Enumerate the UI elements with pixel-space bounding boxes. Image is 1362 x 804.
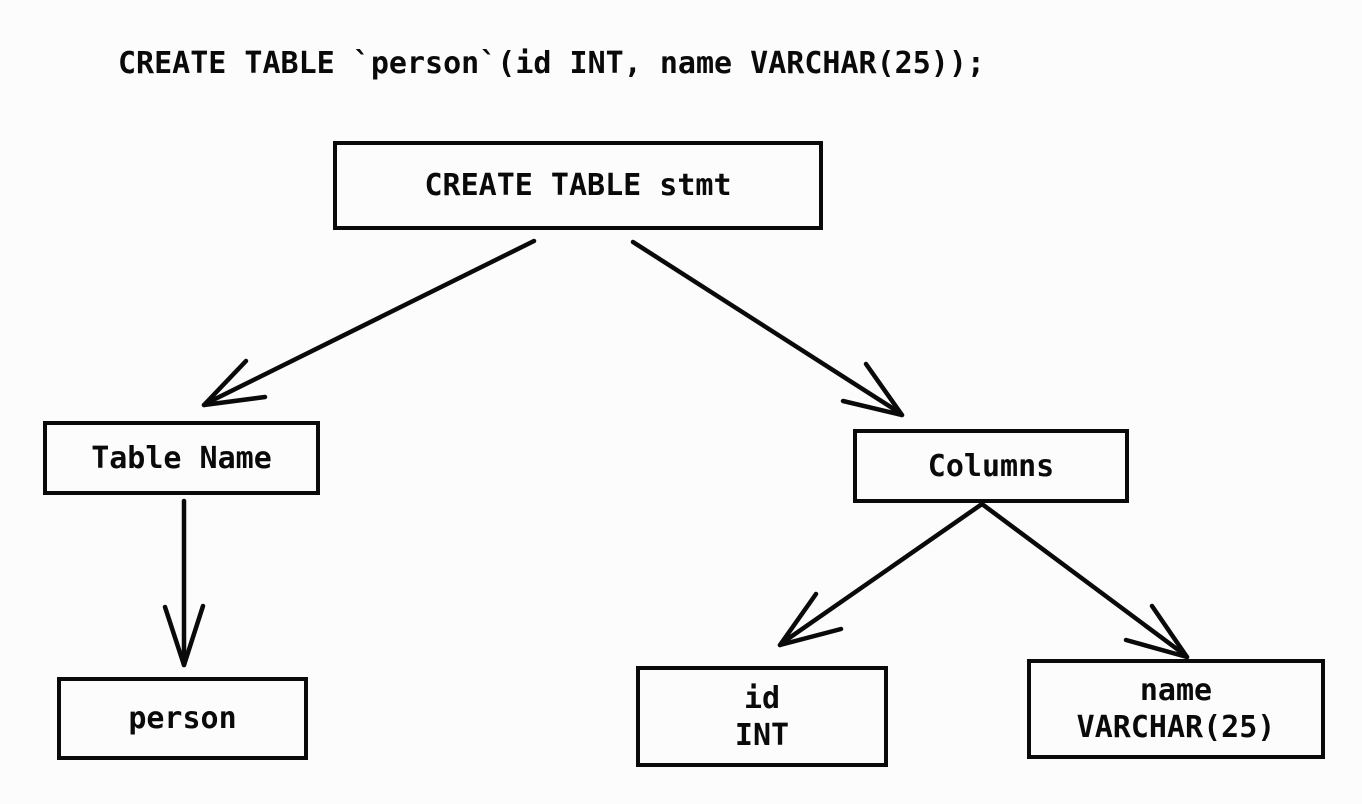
node-columns: Columns <box>853 429 1129 503</box>
arrow-table-name-to-person-icon <box>162 498 206 668</box>
arrow-columns-to-id-icon <box>777 501 985 648</box>
node-id-int-line1: id <box>743 680 781 716</box>
node-person-label: person <box>128 701 237 736</box>
node-table-name: Table Name <box>43 421 320 495</box>
node-person: person <box>57 677 308 760</box>
arrow-stmt-to-columns-icon <box>630 239 905 418</box>
node-columns-label: Columns <box>927 448 1055 484</box>
node-create-table-stmt: CREATE TABLE stmt <box>333 141 823 230</box>
node-name-varchar-line1: name <box>1139 673 1213 708</box>
node-id-int-line2: INT <box>734 717 790 753</box>
node-create-table-stmt-label: CREATE TABLE stmt <box>424 168 732 203</box>
arrow-columns-to-name-icon <box>979 501 1190 660</box>
sql-statement-text: CREATE TABLE `person`(id INT, name VARCH… <box>118 46 985 81</box>
node-id-int: id INT <box>636 666 888 767</box>
arrow-stmt-to-table-name-icon <box>201 238 537 408</box>
node-table-name-label: Table Name <box>91 440 272 476</box>
node-name-varchar-line2: VARCHAR(25) <box>1076 710 1276 745</box>
node-name-varchar: name VARCHAR(25) <box>1027 659 1325 759</box>
